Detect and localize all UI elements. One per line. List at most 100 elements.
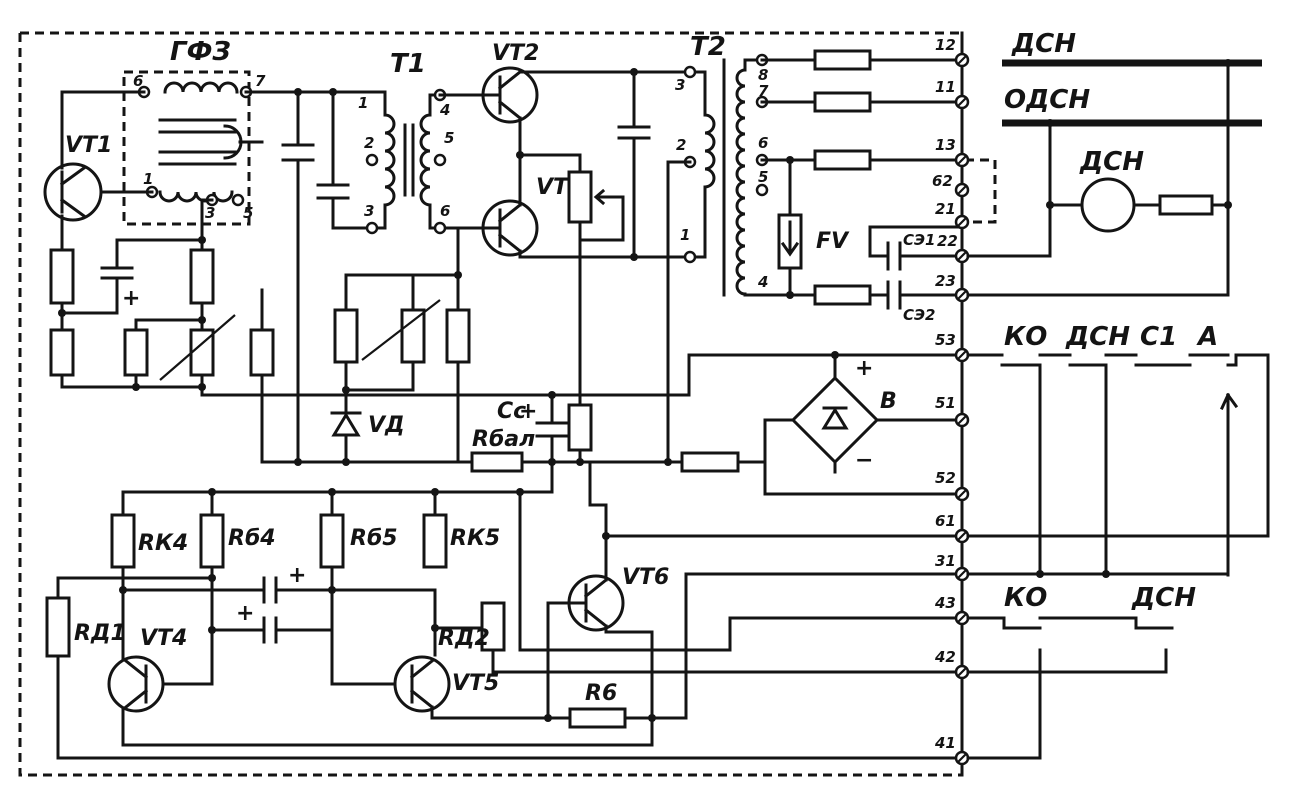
rbal-label: Rбал <box>472 427 535 452</box>
vt2-transistor <box>481 66 539 124</box>
resistor-rb4 <box>199 513 225 569</box>
terminal-label: 23 <box>935 272 956 290</box>
terminal-13 <box>954 152 970 168</box>
rd2-label: RД2 <box>438 626 490 651</box>
wire <box>518 460 962 720</box>
terminal-label: 11 <box>935 78 956 96</box>
t2-secondary-coil <box>735 58 792 297</box>
terminal-label: 53 <box>935 331 956 349</box>
vd-zener-diode <box>330 411 362 464</box>
resistor <box>333 308 359 364</box>
dsn-contact-label: ДСН <box>1131 583 1196 613</box>
t2-tap-label: 8 <box>758 66 768 84</box>
polarity-plus: + <box>236 601 254 626</box>
wire <box>56 565 962 686</box>
gfz-pin-label: 7 <box>255 72 266 90</box>
rb5-label: Rб5 <box>350 526 398 551</box>
rk5-label: RК5 <box>450 526 500 551</box>
wire <box>121 490 522 517</box>
t2-label: Т2 <box>690 32 726 62</box>
odsn-bus-label: ОДСН <box>1004 85 1090 115</box>
t2-pin <box>683 65 697 79</box>
t2-primary-coil <box>688 70 716 259</box>
wire <box>260 301 802 464</box>
gfz-top-coil <box>163 81 239 94</box>
t1-pin-label: 2 <box>364 134 374 152</box>
gfz-pin-label: 1 <box>143 170 153 188</box>
t1-pin <box>433 153 447 167</box>
se1-label: СЭ1 <box>903 231 935 249</box>
vt4-label: VT4 <box>140 626 187 651</box>
t1-secondary-coil <box>419 93 460 230</box>
terminal-52 <box>954 486 970 502</box>
fv-arrow <box>780 220 800 257</box>
bridge-diode-symbol <box>821 406 849 430</box>
terminal-label: 41 <box>934 734 956 752</box>
t1-pin <box>433 221 447 235</box>
wire <box>56 534 962 760</box>
gfz-label: ГФЗ <box>170 37 231 67</box>
c1-contact-label: С1 <box>1140 322 1177 352</box>
vd-label: VД <box>368 413 405 438</box>
terminal-label: 42 <box>934 648 956 666</box>
terminal-12 <box>954 52 970 68</box>
t1-pin <box>365 153 379 167</box>
cc-label: Cc <box>497 399 526 424</box>
t1-pin-label: 1 <box>358 94 368 112</box>
t2-tap-label: 7 <box>758 82 769 100</box>
resistor <box>813 149 872 171</box>
wire <box>344 360 460 464</box>
t1-primary-coil <box>370 90 396 230</box>
capacitor-se1 <box>886 241 902 271</box>
jumper-dashed <box>965 158 997 224</box>
terminal-label: 21 <box>935 200 956 218</box>
terminal-41 <box>954 750 970 766</box>
contact-chain <box>966 353 1270 577</box>
dsn-contact-label: ДСН <box>1065 322 1130 352</box>
resistor <box>813 284 872 306</box>
resistor <box>49 328 75 377</box>
terminal-label: 31 <box>935 552 956 570</box>
ko-contact-label: КО <box>1004 583 1047 613</box>
rk4-label: RК4 <box>138 531 188 556</box>
t1-pin <box>365 221 379 235</box>
bridge-b-label: B <box>880 389 897 414</box>
potentiometer <box>567 170 593 224</box>
resistor <box>813 49 872 71</box>
t2-tap-label: 5 <box>758 168 768 186</box>
dsn-relay-coil <box>1080 177 1136 233</box>
wire <box>966 61 1230 297</box>
polarity-plus: + <box>519 399 537 424</box>
rd1-label: RД1 <box>74 621 126 646</box>
capacitor <box>316 183 350 200</box>
capacitor-se2 <box>886 280 902 310</box>
vt2-label: VT2 <box>492 41 539 66</box>
gfz-pin-label: 5 <box>243 204 253 222</box>
dsn-bus-label: ДСН <box>1011 29 1076 59</box>
gfz-box <box>122 70 251 226</box>
terminal-43 <box>954 610 970 626</box>
fv-label: FV <box>816 229 850 254</box>
junction-dots <box>58 59 1232 722</box>
terminal-31 <box>954 566 970 582</box>
wire <box>763 353 962 474</box>
t2-tap <box>755 183 769 197</box>
rb4-label: Rб4 <box>228 526 276 551</box>
capacitor <box>281 143 315 162</box>
terminal-label: 62 <box>932 172 953 190</box>
terminal-label: 22 <box>937 232 958 250</box>
terminal-21 <box>954 214 970 230</box>
t1-pin-label: 3 <box>364 202 374 220</box>
ko-contact-label: КО <box>1004 322 1047 352</box>
t2-pin-label: 1 <box>680 226 690 244</box>
capacitor <box>262 616 278 644</box>
resistor-rd1 <box>45 596 71 658</box>
terminal-62 <box>954 182 970 198</box>
terminal-label: 13 <box>935 136 956 154</box>
resistor <box>445 308 471 364</box>
resistor <box>49 248 75 305</box>
terminal-label: 61 <box>935 512 956 530</box>
vt1-label: VT1 <box>65 133 112 158</box>
capacitor-cc <box>535 421 569 438</box>
